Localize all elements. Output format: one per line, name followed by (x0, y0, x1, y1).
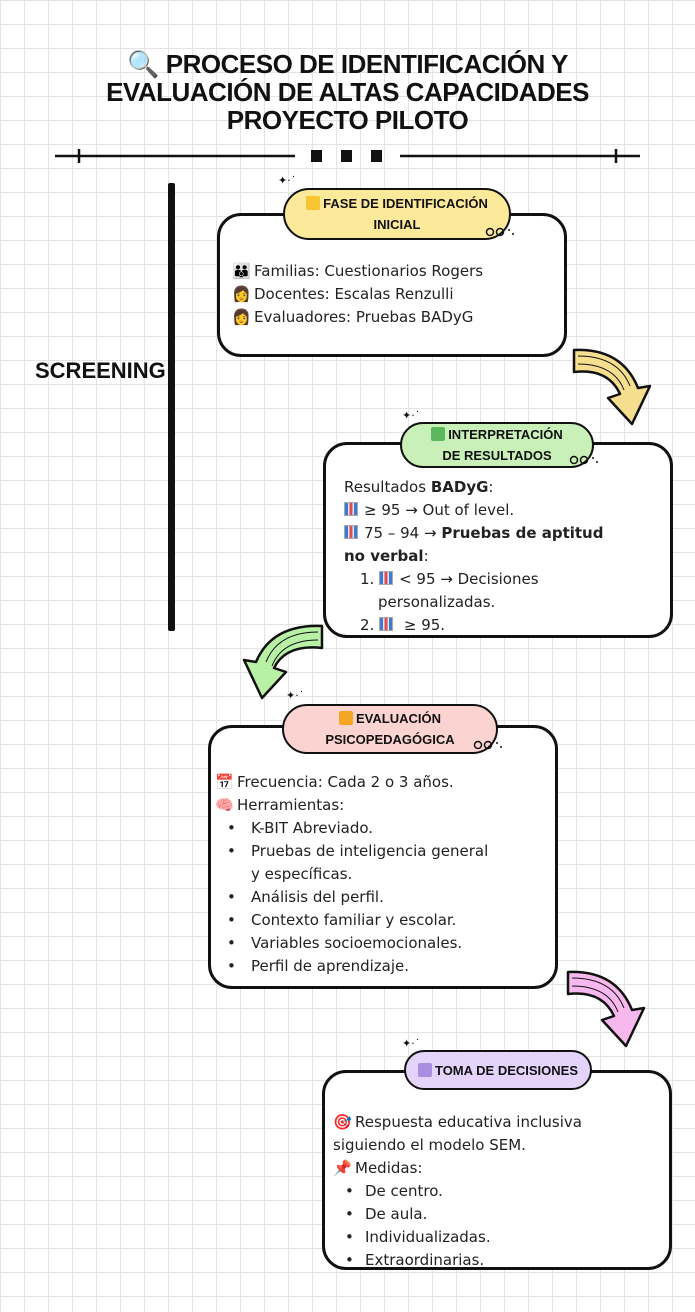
list-item-cont: y específicas. (251, 865, 353, 883)
list-item: De aula. (333, 1203, 669, 1226)
magnifier-icon: 🔍 (127, 49, 160, 79)
page-title: 🔍 PROCESO DE IDENTIFICACIÓN Y EVALUACIÓN… (60, 50, 635, 134)
purple-square-icon (417, 1062, 432, 1077)
phase2-subitem: 2. ≥ 95. (360, 616, 446, 634)
phase2-card: Resultados BADyG: ≥ 95 → Out of level. 7… (323, 442, 673, 638)
bar-chart-icon (344, 502, 358, 516)
phase3-frequency: 📅Frecuencia: Cada 2 o 3 años. (215, 771, 555, 794)
title-line-3: PROYECTO PILOTO (226, 105, 469, 135)
bar-chart-icon (379, 617, 394, 631)
phase4-card: 🎯Respuesta educativa inclusiva siguiendo… (322, 1070, 672, 1272)
target-icon: 🎯 (333, 1113, 352, 1131)
list-item: Perfil de aprendizaje. (215, 955, 555, 978)
phase1-label: FASE DE IDENTIFICACIÓN INICIAL (283, 188, 511, 240)
phase3-card: 📅Frecuencia: Cada 2 o 3 años. 🧠Herramien… (208, 725, 558, 989)
orange-square-icon (339, 711, 353, 725)
phase4-label: TOMA DE DECISIONES (404, 1050, 592, 1090)
phase2-line: no verbal: (344, 547, 429, 565)
phase1-item: 👪Familias: Cuestionarios Rogers (232, 260, 564, 283)
bar-chart-icon (379, 571, 394, 585)
phase3-tool-list: K-BIT Abreviado. Pruebas de inteligencia… (215, 817, 555, 978)
phase2-line: 75 – 94 → Pruebas de aptitud (344, 522, 670, 545)
sparkle-icon: ✦·˙ (278, 174, 297, 187)
dots-icon (473, 740, 502, 750)
family-icon: 👪 (232, 262, 251, 280)
dots-icon (485, 227, 514, 237)
list-item: K-BIT Abreviado. (215, 817, 555, 840)
dots-icon (569, 455, 598, 465)
list-item: Individualizadas. (333, 1226, 669, 1249)
list-item: Pruebas de inteligencia general (215, 840, 555, 863)
list-item: Variables socioemocionales. (215, 932, 555, 955)
phase2-line: ≥ 95 → Out of level. (344, 499, 670, 522)
arrow-down-left-icon (242, 624, 324, 700)
arrow-down-right-icon (572, 348, 652, 426)
sparkle-icon: ✦·˙ (402, 409, 421, 422)
title-divider (55, 149, 640, 163)
phase1-item: 👩Evaluadores: Pruebas BADyG (232, 306, 564, 329)
list-item: Análisis del perfil. (215, 886, 555, 909)
phase4-measure-list: De centro. De aula. Individualizadas. Ex… (333, 1180, 669, 1272)
green-square-icon (431, 427, 446, 441)
title-line-1: PROCESO DE IDENTIFICACIÓN Y (165, 49, 569, 79)
title-line-2: EVALUACIÓN DE ALTAS CAPACIDADES (106, 77, 589, 107)
phase4-measures: 📌Medidas: (333, 1157, 669, 1180)
list-item: Extraordinarias. (333, 1249, 669, 1272)
phase2-subitem-cont: personalizadas. (378, 593, 496, 611)
bar-chart-icon (344, 525, 358, 539)
phase1-item: 👩Docentes: Escalas Renzulli (232, 283, 564, 306)
phase2-subitem: 1. < 95 → Decisiones (360, 570, 539, 588)
screening-label: SCREENING (35, 358, 166, 383)
phase4-response: 🎯Respuesta educativa inclusiva (333, 1111, 669, 1134)
arrow-down-right-icon (566, 970, 646, 1048)
phase3-label: EVALUACIÓN PSICOPEDAGÓGICA (282, 704, 498, 754)
brain-icon: 🧠 (215, 796, 234, 814)
calendar-icon: 📅 (215, 773, 234, 791)
teacher-icon: 👩 (232, 285, 251, 303)
sparkle-icon: ✦·˙ (286, 689, 305, 702)
phase2-label: INTERPRETACIÓN DE RESULTADOS (400, 422, 594, 468)
sparkle-icon: ✦·˙ (402, 1037, 421, 1050)
screening-bracket-line (168, 183, 175, 631)
phase3-tools: 🧠Herramientas: (215, 794, 555, 817)
list-item: De centro. (333, 1180, 669, 1203)
yellow-square-icon (306, 196, 321, 210)
pushpin-icon: 📌 (333, 1159, 352, 1177)
evaluator-icon: 👩 (232, 308, 251, 326)
phase2-intro: Resultados BADyG: (344, 478, 494, 496)
list-item: Contexto familiar y escolar. (215, 909, 555, 932)
phase4-response-cont: siguiendo el modelo SEM. (333, 1136, 526, 1154)
